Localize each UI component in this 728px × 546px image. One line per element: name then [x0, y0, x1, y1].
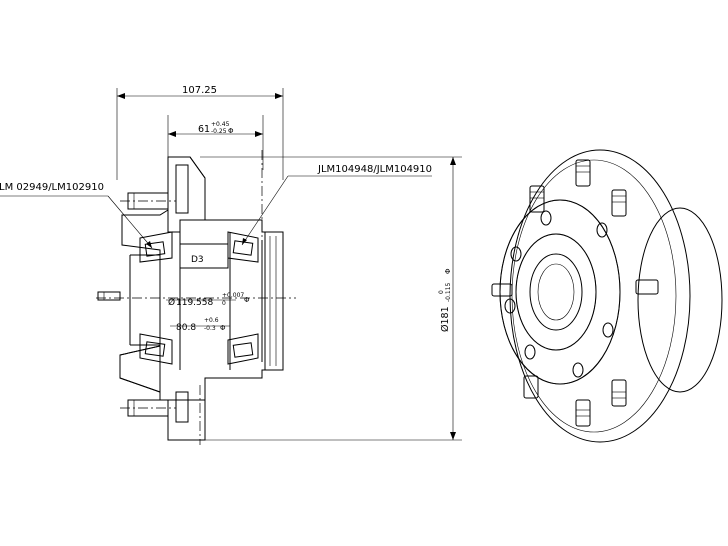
flange-tol-upper: 0	[438, 290, 445, 294]
inner-bearing-label: LM 02949/LM102910	[0, 182, 104, 193]
bore-depth-label: 61	[198, 124, 210, 135]
inner-race-tol-upper: +0.6	[204, 317, 219, 324]
dimension-overall-width: 107.25	[116, 85, 284, 180]
section-mark-label: D3	[191, 255, 204, 265]
inner-diameter-tol-lower: 0	[222, 300, 226, 307]
flange-suffix: Φ	[444, 268, 452, 274]
section-view: 107.25 61 +0.45 -0.25 Φ LM 02949/LM10291…	[0, 85, 462, 445]
flange-diameter-label: Ø181	[440, 306, 451, 332]
wheel-studs	[491, 159, 659, 427]
bore-depth-tol-upper: +0.45	[211, 121, 230, 128]
upper-stud	[120, 164, 189, 214]
overall-width-label: 107.25	[182, 85, 217, 96]
lower-stud	[120, 391, 189, 423]
inner-bearing-callout: LM 02949/LM102910	[0, 182, 153, 249]
sensor-pin	[97, 291, 121, 301]
inner-bearing-section	[139, 231, 173, 365]
outer-bearing-section	[227, 231, 259, 365]
dimension-inner-diameter: Ø 119.558 +0.007 0 Φ	[166, 292, 250, 308]
outer-bearing-label: JLM104948/JLM104910	[317, 164, 432, 175]
outer-bearing-callout: JLM104948/JLM104910	[241, 164, 432, 246]
dimension-inner-race: 80.8 +0.6 -0.3 Φ	[170, 317, 230, 333]
inner-diameter-label: 119.558	[176, 298, 213, 308]
inner-diameter-prefix: Ø	[168, 297, 175, 308]
inner-diameter-tol-upper: +0.007	[222, 292, 244, 299]
flange-tol-lower: -0.115	[445, 282, 452, 302]
inner-race-label: 80.8	[176, 323, 196, 333]
dimension-bore-depth: 61 +0.45 -0.25 Φ	[167, 115, 264, 170]
bore-depth-tol-lower: -0.25	[211, 128, 227, 135]
isometric-view	[491, 149, 723, 443]
hub-bolt-holes	[504, 210, 614, 378]
dimension-flange-diameter: Ø181 0 -0.115 Φ	[200, 156, 462, 441]
bore-depth-suffix: Φ	[228, 127, 234, 135]
inner-diameter-suffix: Φ	[244, 296, 250, 304]
inner-race-suffix: Φ	[220, 324, 226, 332]
inner-race-tol-lower: -0.3	[204, 325, 216, 332]
